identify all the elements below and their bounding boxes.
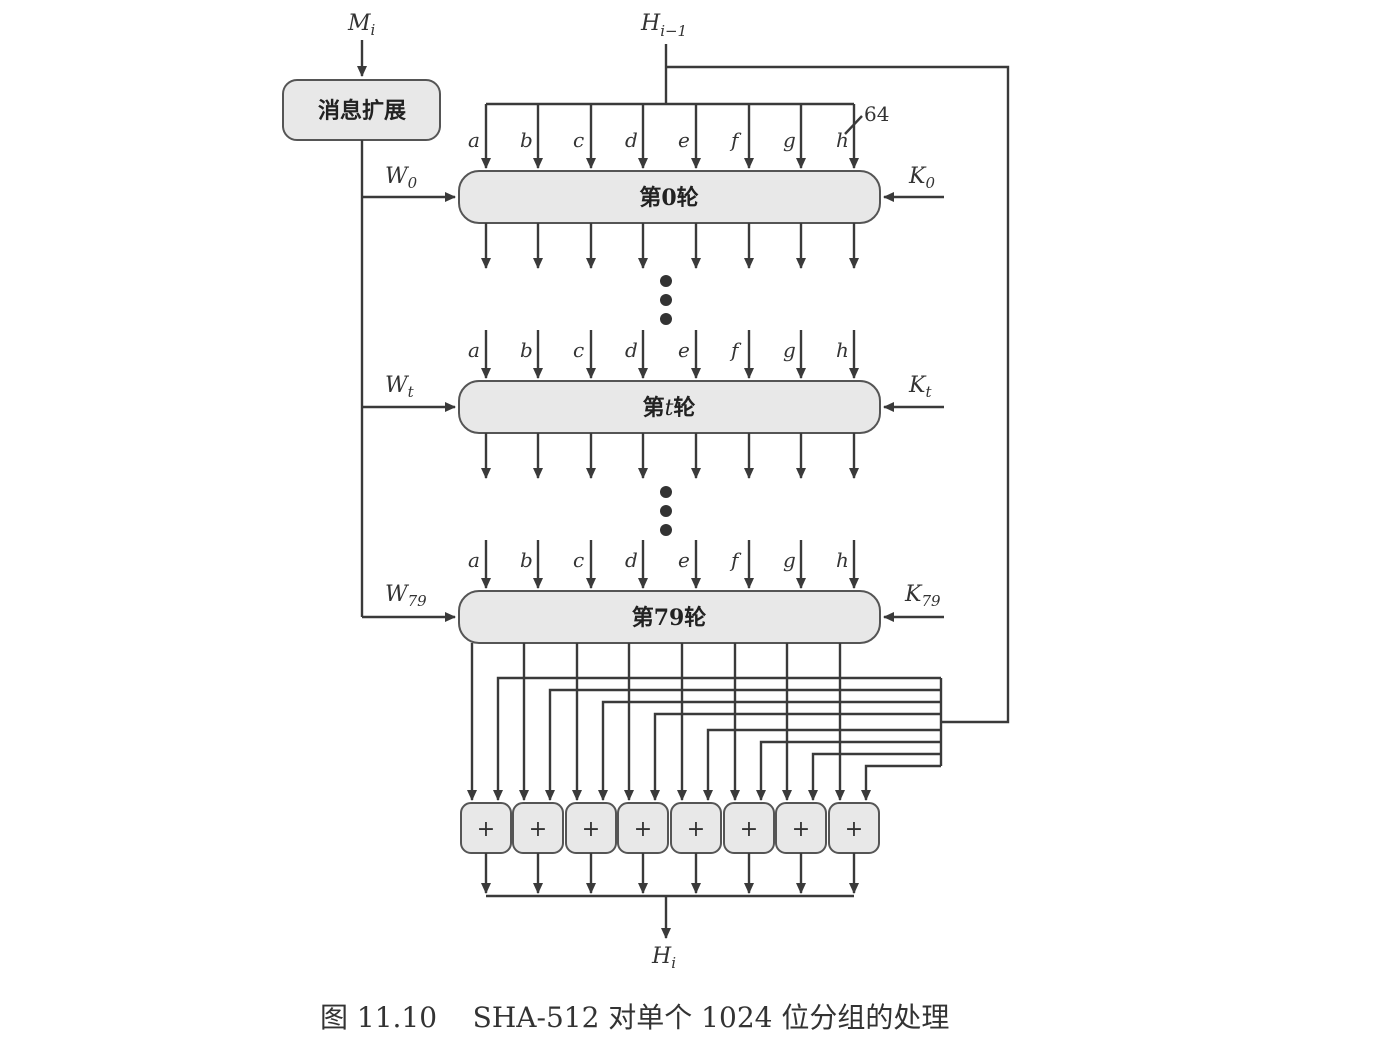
round-t-label: 第t轮 xyxy=(643,395,696,421)
round-0-box xyxy=(458,170,881,224)
adder-symbol: + xyxy=(477,817,495,842)
feedback-branch xyxy=(598,700,941,801)
var-label-a: a xyxy=(468,128,480,152)
round-79-label: 第79轮 xyxy=(632,605,707,631)
ellipsis-dot xyxy=(660,313,672,325)
adder-symbol: + xyxy=(582,817,600,842)
round-0-label: 第0轮 xyxy=(639,185,698,211)
feedback-branch xyxy=(756,740,941,801)
adder-symbol: + xyxy=(687,817,705,842)
var-label-c: c xyxy=(573,128,584,152)
var-label-b: b xyxy=(520,128,533,152)
adder-symbol: + xyxy=(634,817,652,842)
var-label-c: c xyxy=(573,548,584,572)
adder-symbol: + xyxy=(740,817,758,842)
var-label-g: g xyxy=(783,338,796,362)
var-label-a: a xyxy=(468,338,480,362)
feedback-branch xyxy=(808,752,941,801)
message-expansion-label: 消息扩展 xyxy=(318,98,406,124)
var-label-h: h xyxy=(836,548,849,572)
var-label-e: e xyxy=(678,128,690,152)
adder-symbol: + xyxy=(792,817,810,842)
k0-label: K0 xyxy=(908,164,935,192)
ellipsis-dot xyxy=(660,294,672,306)
var-label-d: d xyxy=(625,128,638,152)
wt-label: Wt xyxy=(385,373,415,401)
feedback-branch xyxy=(493,676,941,801)
w0-label: W0 xyxy=(385,164,418,192)
var-label-f: f xyxy=(729,548,742,572)
message-input-label: Mi xyxy=(347,11,376,39)
figure-caption: 图 11.10 SHA-512 对单个 1024 位分组的处理 xyxy=(320,1001,950,1034)
adder-row: + + + + + + + + xyxy=(460,802,880,894)
kt-label: Kt xyxy=(908,373,932,401)
var-label-e: e xyxy=(678,548,690,572)
ellipsis-dot xyxy=(660,275,672,287)
var-label-h: h xyxy=(836,338,849,362)
ellipsis-dot xyxy=(660,505,672,517)
feedback-branch xyxy=(703,728,941,801)
var-label-f: f xyxy=(729,338,742,362)
feedback-line xyxy=(666,65,1010,724)
var-label-a: a xyxy=(468,548,480,572)
var-label-f: f xyxy=(729,128,742,152)
k79-label: K79 xyxy=(904,582,941,610)
feedback-branch xyxy=(545,688,941,801)
var-label-b: b xyxy=(520,548,533,572)
ellipsis-dot xyxy=(660,486,672,498)
w79-label: W79 xyxy=(385,582,427,610)
adder-symbol: + xyxy=(529,817,547,842)
var-label-g: g xyxy=(783,128,796,152)
variable-arrows: a b c d e f g h a b c d e f g h a b c d e f g h xyxy=(468,104,859,589)
var-label-b: b xyxy=(520,338,533,362)
var-label-e: e xyxy=(678,338,690,362)
adder-symbol: + xyxy=(845,817,863,842)
round-79-box xyxy=(458,590,881,644)
var-label-g: g xyxy=(783,548,796,572)
var-label-c: c xyxy=(573,338,584,362)
var-label-d: d xyxy=(625,338,638,362)
round-t-box xyxy=(458,380,881,434)
feedback-branch xyxy=(650,712,941,801)
feedback-branch xyxy=(861,764,941,801)
var-label-d: d xyxy=(625,548,638,572)
ellipsis-dot xyxy=(660,524,672,536)
bypass-lines xyxy=(467,643,943,801)
var-label-h: h xyxy=(836,128,849,152)
hash-input-label: Hi−1 xyxy=(640,11,687,40)
hash-output-label: Hi xyxy=(651,944,676,972)
bus-width-label: 64 xyxy=(864,102,889,126)
